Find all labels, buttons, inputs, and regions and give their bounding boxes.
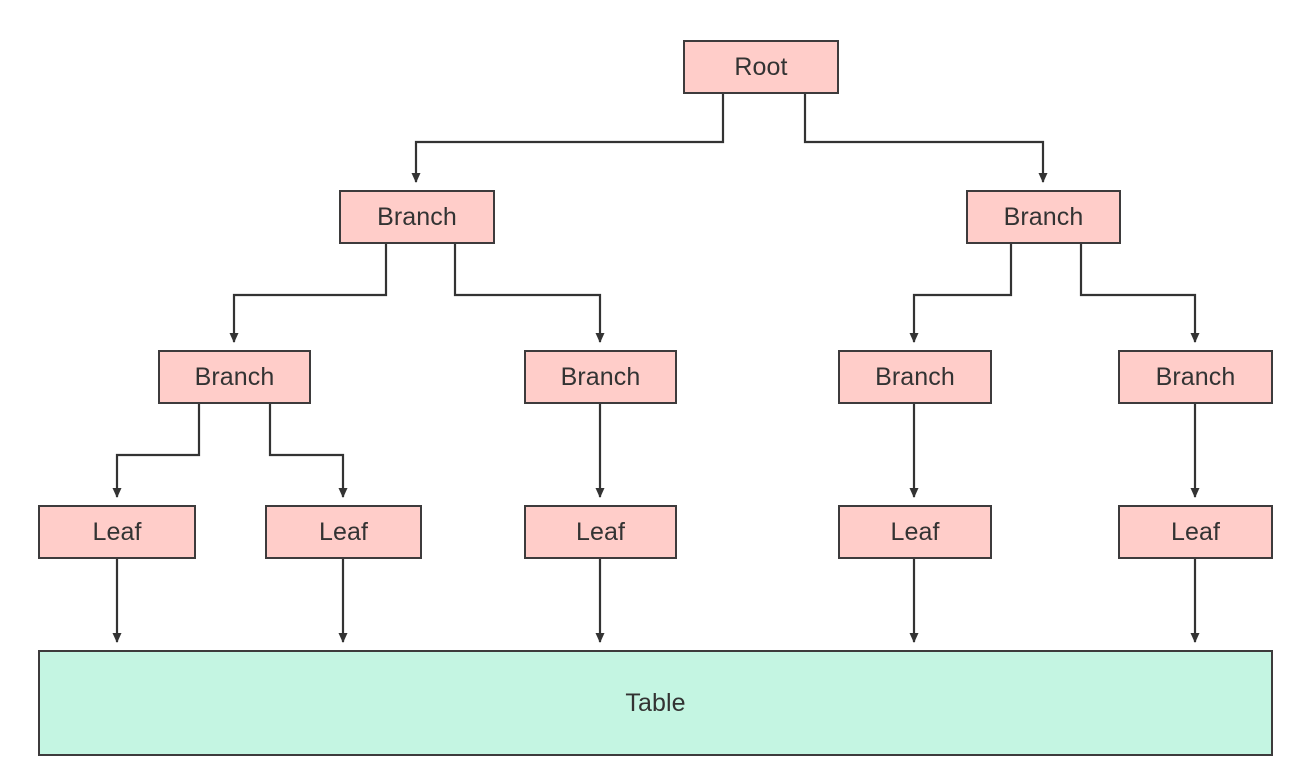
edge-b1a-to-l1 [112,404,201,498]
node-table[interactable]: Table [38,650,1273,756]
node-b1[interactable]: Branch [339,190,495,244]
node-label: Leaf [890,517,940,546]
node-label: Leaf [318,517,369,546]
node-l4[interactable]: Leaf [838,505,992,559]
node-b2a[interactable]: Branch [838,350,992,404]
node-label: Root [734,52,788,81]
node-label: Branch [377,202,457,231]
edge-b1-to-b1b [453,244,605,343]
edge-root-to-b2 [803,94,1048,183]
node-label: Branch [1155,362,1236,391]
node-label: Branch [875,362,955,391]
node-label: Table [625,688,686,717]
node-label: Leaf [1170,517,1221,546]
node-label: Branch [560,362,641,391]
edge-b1a-to-l2 [268,404,348,498]
node-l5[interactable]: Leaf [1118,505,1273,559]
node-b1b[interactable]: Branch [524,350,677,404]
node-label: Branch [194,362,275,391]
edge-b2-to-b2a [909,244,1013,343]
edge-root-to-b1 [411,94,725,183]
edge-b1-to-b1a [229,244,388,343]
node-root[interactable]: Root [683,40,839,94]
node-l3[interactable]: Leaf [524,505,677,559]
node-label: Branch [1003,202,1084,231]
node-b2b[interactable]: Branch [1118,350,1273,404]
edge-group [112,94,1200,643]
edge-b2-to-b2b [1079,244,1200,343]
node-b1a[interactable]: Branch [158,350,311,404]
node-l1[interactable]: Leaf [38,505,196,559]
node-l2[interactable]: Leaf [265,505,422,559]
node-label: Leaf [92,517,142,546]
node-label: Leaf [575,517,626,546]
node-b2[interactable]: Branch [966,190,1121,244]
